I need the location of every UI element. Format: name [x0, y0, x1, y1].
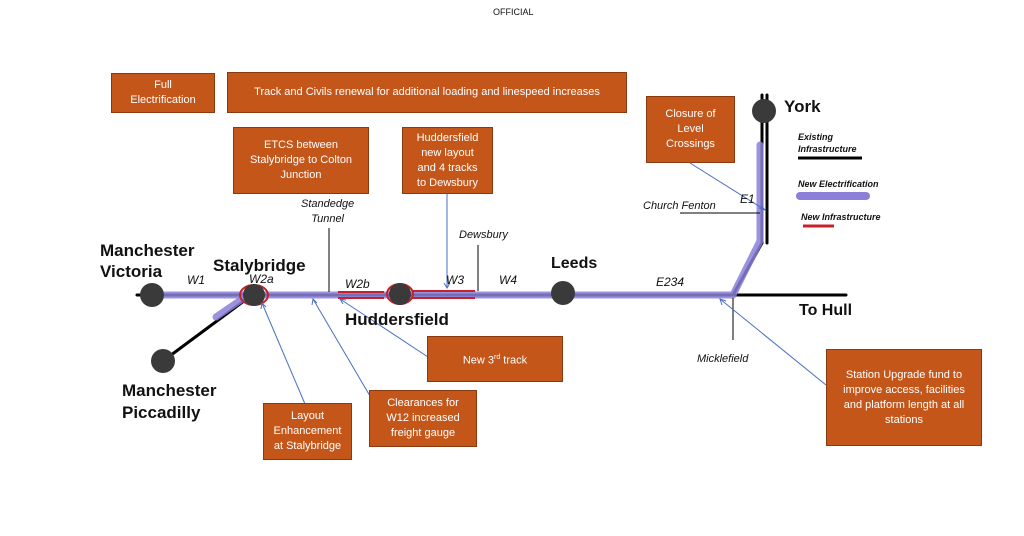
arrowhead-huddersfield-layout: [443, 282, 451, 289]
arrow-station-upgrade: [719, 298, 827, 386]
arrowhead-station-upgrade: [719, 298, 727, 306]
section-w4: W4: [499, 273, 517, 287]
label-to-hull: To Hull: [799, 302, 853, 319]
section-e234: E234: [656, 275, 685, 289]
legend-swatches: [796, 156, 870, 228]
section-w1: W1: [187, 273, 205, 287]
classification-marking: OFFICIAL: [493, 7, 534, 17]
arrowhead-clearances: [311, 297, 318, 306]
legend-new-electrification: New Electrification: [798, 179, 879, 189]
section-e1: E1: [740, 192, 755, 206]
section-w3: W3: [446, 273, 464, 287]
label-micklefield: Micklefield: [697, 353, 749, 365]
callout-arrows: [260, 162, 827, 405]
box-third-track: New 3rd track: [427, 336, 563, 382]
label-church-fenton: Church Fenton: [643, 200, 716, 212]
stations: [140, 99, 776, 373]
station-york: [752, 99, 776, 123]
station-huddersfield: [389, 283, 411, 305]
label-dewsbury: Dewsbury: [459, 229, 508, 241]
electrification-track: [146, 141, 764, 321]
section-w2b: W2b: [345, 277, 370, 291]
arrowhead-layout-enhancement: [260, 301, 267, 310]
label-stalybridge: Stalybridge: [213, 256, 306, 275]
label-huddersfield: Huddersfield: [345, 310, 449, 329]
legend-new-infrastructure: New Infrastructure: [801, 212, 881, 222]
arrow-third-track: [339, 298, 429, 358]
arrow-clearances: [312, 298, 371, 397]
label-leeds: Leeds: [551, 255, 598, 272]
box-track-civils: Track and Civils renewal for additional …: [227, 72, 627, 113]
station-leeds: [551, 281, 575, 305]
arrow-closure-crossings: [689, 162, 766, 211]
station-manchester-victoria: [140, 283, 164, 307]
arrowhead-third-track: [339, 298, 347, 305]
label-york: York: [784, 97, 821, 116]
location-ticks: [328, 212, 760, 340]
arrowhead-closure-crossings: [758, 204, 767, 212]
section-w2a: W2a: [249, 272, 274, 286]
station-stalybridge: [243, 284, 265, 306]
station-manchester-piccadilly: [151, 349, 175, 373]
arrow-layout-enhancement: [261, 302, 306, 405]
electrification-main-line: [146, 141, 764, 299]
electrification-piccadilly-spur: [212, 291, 252, 321]
